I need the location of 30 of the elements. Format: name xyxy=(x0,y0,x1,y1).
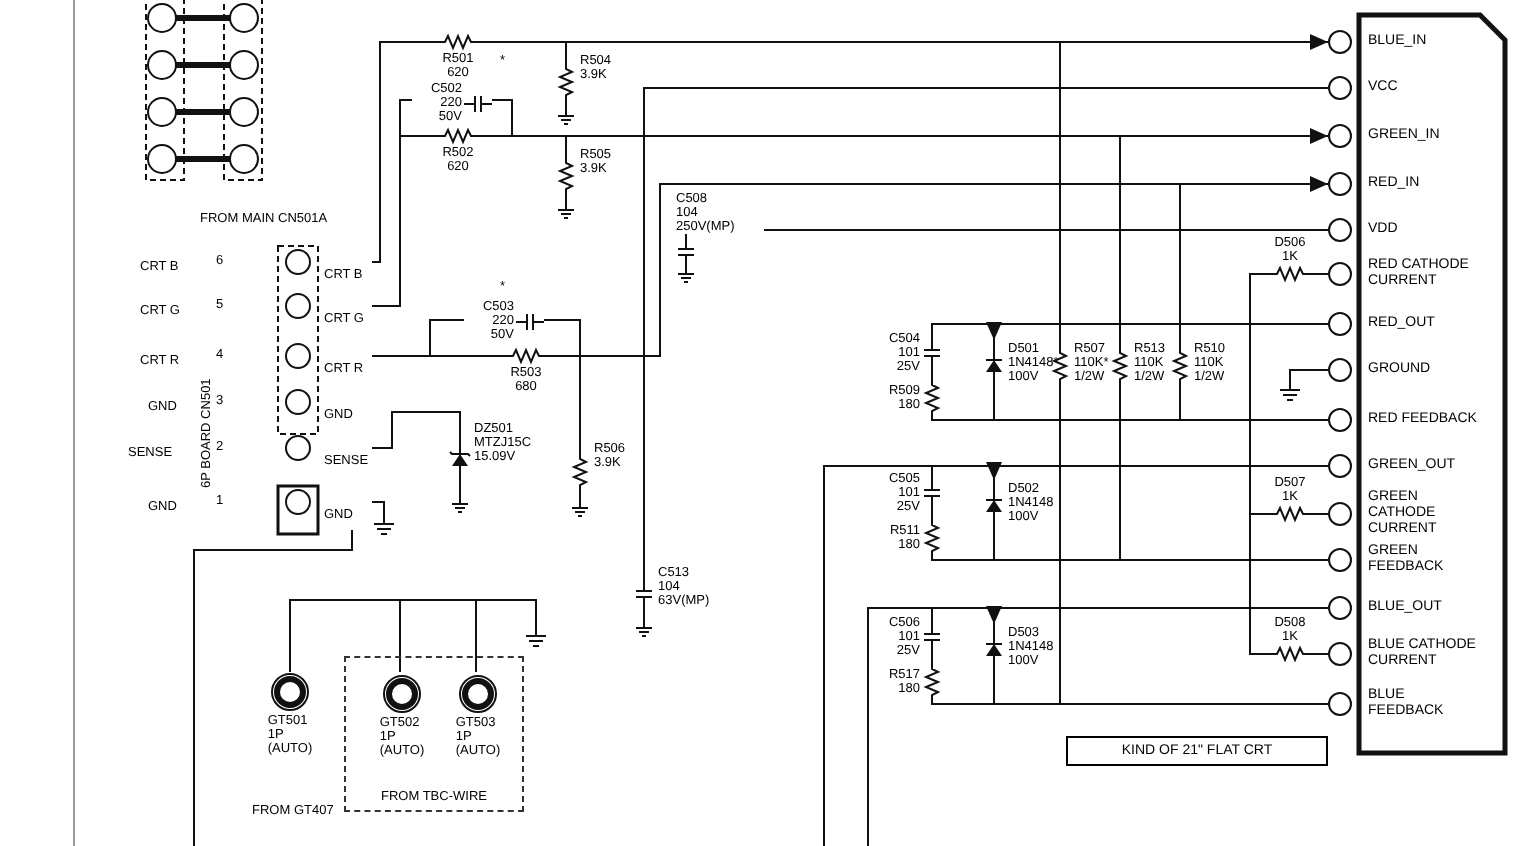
wire xyxy=(371,319,465,357)
wire xyxy=(399,599,477,673)
connector-board-outline xyxy=(1356,12,1508,756)
wire xyxy=(491,135,1121,341)
wire xyxy=(289,599,401,673)
wire xyxy=(559,183,1181,357)
wire xyxy=(1315,513,1329,515)
signal-arrow xyxy=(986,322,1329,341)
wire xyxy=(1249,273,1265,515)
wire xyxy=(371,411,461,449)
wire xyxy=(931,513,933,525)
dashed-group-outline xyxy=(344,656,524,812)
wire xyxy=(931,657,933,669)
wire xyxy=(193,529,353,846)
wire xyxy=(491,99,513,137)
wire xyxy=(475,599,537,673)
wire xyxy=(1249,513,1265,655)
wire xyxy=(371,99,413,307)
wire xyxy=(1179,391,1329,421)
wire xyxy=(1315,273,1329,275)
wire xyxy=(491,41,1061,341)
wire xyxy=(1315,653,1329,655)
wire xyxy=(1289,369,1329,391)
wire xyxy=(931,373,933,385)
wire xyxy=(643,87,1329,565)
wire xyxy=(763,229,1329,231)
wire xyxy=(993,531,1329,561)
wire xyxy=(371,501,385,525)
wire xyxy=(371,41,425,263)
wire xyxy=(993,675,1329,705)
